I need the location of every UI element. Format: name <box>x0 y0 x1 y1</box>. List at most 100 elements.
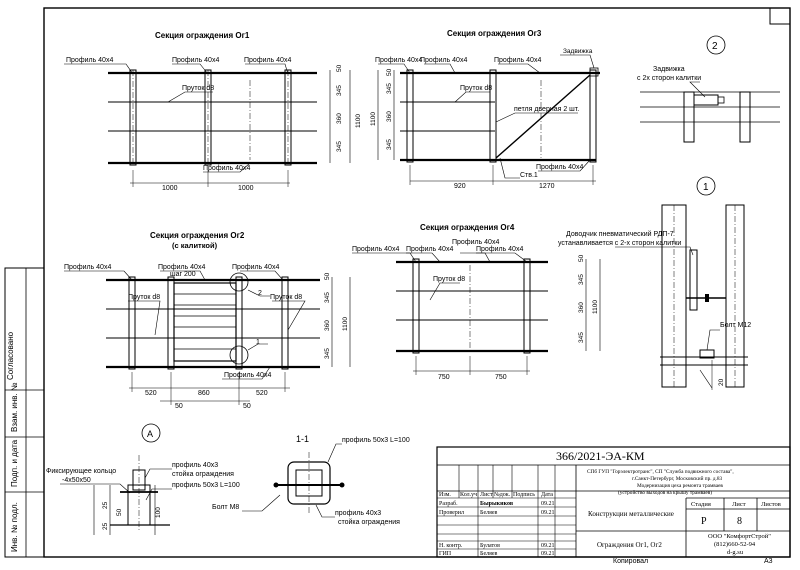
og2-subtitle: (с калиткой) <box>172 241 218 250</box>
og4-label-profile-4: Профиль 40х4 <box>476 246 523 253</box>
person-1-date: 09.21 <box>541 501 555 507</box>
sheet-value: 8 <box>737 516 742 527</box>
og2-dim-50a: 50 <box>175 403 183 410</box>
project-line-4: (устройство выходов на крышу трамваев) <box>618 489 712 496</box>
og1-dim-50: 50 <box>336 64 343 72</box>
sheet-title: Ограждения Ог1, Ог2 <box>597 541 662 549</box>
og1-dim-1000a: 1000 <box>162 185 178 192</box>
node1-label-bolt: Болт М12 <box>720 322 751 329</box>
og2-callout-1: 1 <box>256 339 260 346</box>
nodeA-label-post: стойка ограждения <box>172 470 234 478</box>
person-4-date: 09.21 <box>541 551 555 557</box>
node1-label-install: устанавливается с 2-х сторон калитки <box>558 240 681 247</box>
og3-dim-1100: 1100 <box>370 112 377 126</box>
og3-label-rod: Пруток d8 <box>460 85 492 92</box>
title-block: 366/2021-ЭА-КМ СПб ГУП "Горэлектротранс"… <box>436 446 791 558</box>
og4-dim-1100: 1100 <box>592 300 599 314</box>
og2-dim-345b: 345 <box>324 348 331 359</box>
project-line-1: СПб ГУП "Горэлектротранс", СП "Служба по… <box>587 468 734 475</box>
og4-dim-345b: 345 <box>578 332 585 343</box>
og2-dim-520b: 520 <box>256 390 268 397</box>
og4-dim-50: 50 <box>578 254 585 262</box>
og3-label-profile-right: Профиль 40х4 <box>494 57 541 64</box>
og1-title: Секция ограждения Ог1 <box>155 31 250 40</box>
og3-dim-920: 920 <box>454 183 466 190</box>
section-og4: Секция ограждения Ог4 Профиль 40х4 Профи… <box>352 223 601 381</box>
detail-section-1-1: 1-1 профиль 50х3 L=100 Болт М8 профиль 4… <box>212 434 410 526</box>
col-izm: Изм. <box>439 492 451 498</box>
node1-label-closer: Доводчик пневматический РДП-7 <box>566 230 674 238</box>
copied-label: Копировал <box>613 558 648 565</box>
col-podpis: Подпись <box>513 492 535 498</box>
person-3-name: Булатов <box>480 543 500 549</box>
person-4-name: Беляев <box>480 551 498 557</box>
side-stamp: Согласовано Взам. инв. № Подп. и дата Ин… <box>4 267 45 558</box>
og3-label-stv: Ств.1 <box>520 172 538 179</box>
section-og1: Секция ограждения Ог1 Профиль 40х4 Профи… <box>64 31 362 192</box>
person-3-role: Н. контр. <box>439 543 463 549</box>
col-koluch: Кол.уч <box>460 492 477 498</box>
person-2-name: Беляев <box>480 510 498 516</box>
company-phone: (812)660-52-94 <box>714 541 756 548</box>
og4-title: Секция ограждения Ог4 <box>420 223 515 232</box>
nodeA-letter: А <box>147 429 153 439</box>
section11-label-bolt: Болт М8 <box>212 504 239 511</box>
og2-label-profile-right: Профиль 40х4 <box>232 264 279 271</box>
og2-dim-345: 345 <box>324 292 331 303</box>
og1-label-profile-bottom: Профиль 40х4 <box>203 165 250 172</box>
stamp-inv-orig: Инв. № подл. <box>10 502 19 552</box>
og2-callout-circle-2 <box>229 272 249 292</box>
nodeA-dim-50: 50 <box>116 508 123 516</box>
og2-callout-circle-1 <box>229 345 249 365</box>
detail-node-1: 1 Доводчик пневматический РДП-7 устанавл… <box>558 176 751 390</box>
node1-number: 1 <box>703 182 709 193</box>
og3-dim-345b: 345 <box>386 139 393 150</box>
person-1-name: Бырыкиков <box>480 501 514 507</box>
og2-label-profile-bottom: Профиль 40х4 <box>224 372 271 379</box>
og1-label-profile-mid: Профиль 40х4 <box>172 57 219 64</box>
nodeA-dim-25b: 25 <box>102 522 109 530</box>
og3-label-profile-left: Профиль 40х4 <box>375 57 422 64</box>
og2-label-rod-left: Пруток d8 <box>128 294 160 301</box>
og1-label-rod: Пруток d8 <box>182 85 214 92</box>
nodeA-label-profile50: профиль 50х3 L=100 <box>172 482 240 489</box>
og3-dim-345: 345 <box>386 83 393 94</box>
section11-label-profile50: профиль 50х3 L=100 <box>342 437 410 444</box>
og3-label-profile-mid: Профиль 40х4 <box>420 57 467 64</box>
stage-value: Р <box>701 516 707 527</box>
og2-dim-520a: 520 <box>145 390 157 397</box>
og2-dim-860: 860 <box>198 390 210 397</box>
og3-dim-50: 50 <box>386 68 393 76</box>
og2-dim-1100: 1100 <box>342 317 349 331</box>
og1-dim-1000b: 1000 <box>238 185 254 192</box>
section11-title: 1-1 <box>296 434 309 444</box>
og1-label-profile-right: Профиль 40х4 <box>244 57 291 64</box>
detail-node-2: 2 Задвижка с 2х сторон калитки <box>637 35 780 143</box>
section11-label-profile40: профиль 40х3 <box>335 510 381 517</box>
nodeA-dim-25a: 25 <box>102 501 109 509</box>
stamp-sign-date: Подп. и дата <box>10 439 19 487</box>
og4-label-profile-3: Профиль 40х4 <box>452 239 499 246</box>
stamp-agreed: Согласовано <box>6 331 15 380</box>
section-og2: Секция ограждения Ог2 (с калиткой) Профи… <box>64 231 351 410</box>
og4-dim-750b: 750 <box>495 374 507 381</box>
company-site: d-g.su <box>727 549 744 556</box>
col-ndoc: №док. <box>494 492 511 498</box>
format-label: А3 <box>764 558 773 565</box>
og1-dim-345: 345 <box>336 85 343 96</box>
og2-dim-50: 50 <box>324 272 331 280</box>
col-data: Дата <box>541 492 553 498</box>
person-2-role: Проверил <box>439 510 464 516</box>
person-1-role: Разраб. <box>439 500 458 507</box>
node2-number: 2 <box>712 41 718 52</box>
drawing-code: 366/2021-ЭА-КМ <box>556 449 645 463</box>
nodeA-label-ring: Фиксирующее кольцо <box>46 468 116 475</box>
og1-dim-345b: 345 <box>336 141 343 152</box>
person-2-date: 09.21 <box>541 510 555 516</box>
sheets-header: Листов <box>761 501 781 508</box>
og2-label-profile-mid: Профиль 40х4 <box>158 264 205 271</box>
og4-label-profile-2: Профиль 40х4 <box>406 246 453 253</box>
og2-callout-2: 2 <box>258 290 262 297</box>
